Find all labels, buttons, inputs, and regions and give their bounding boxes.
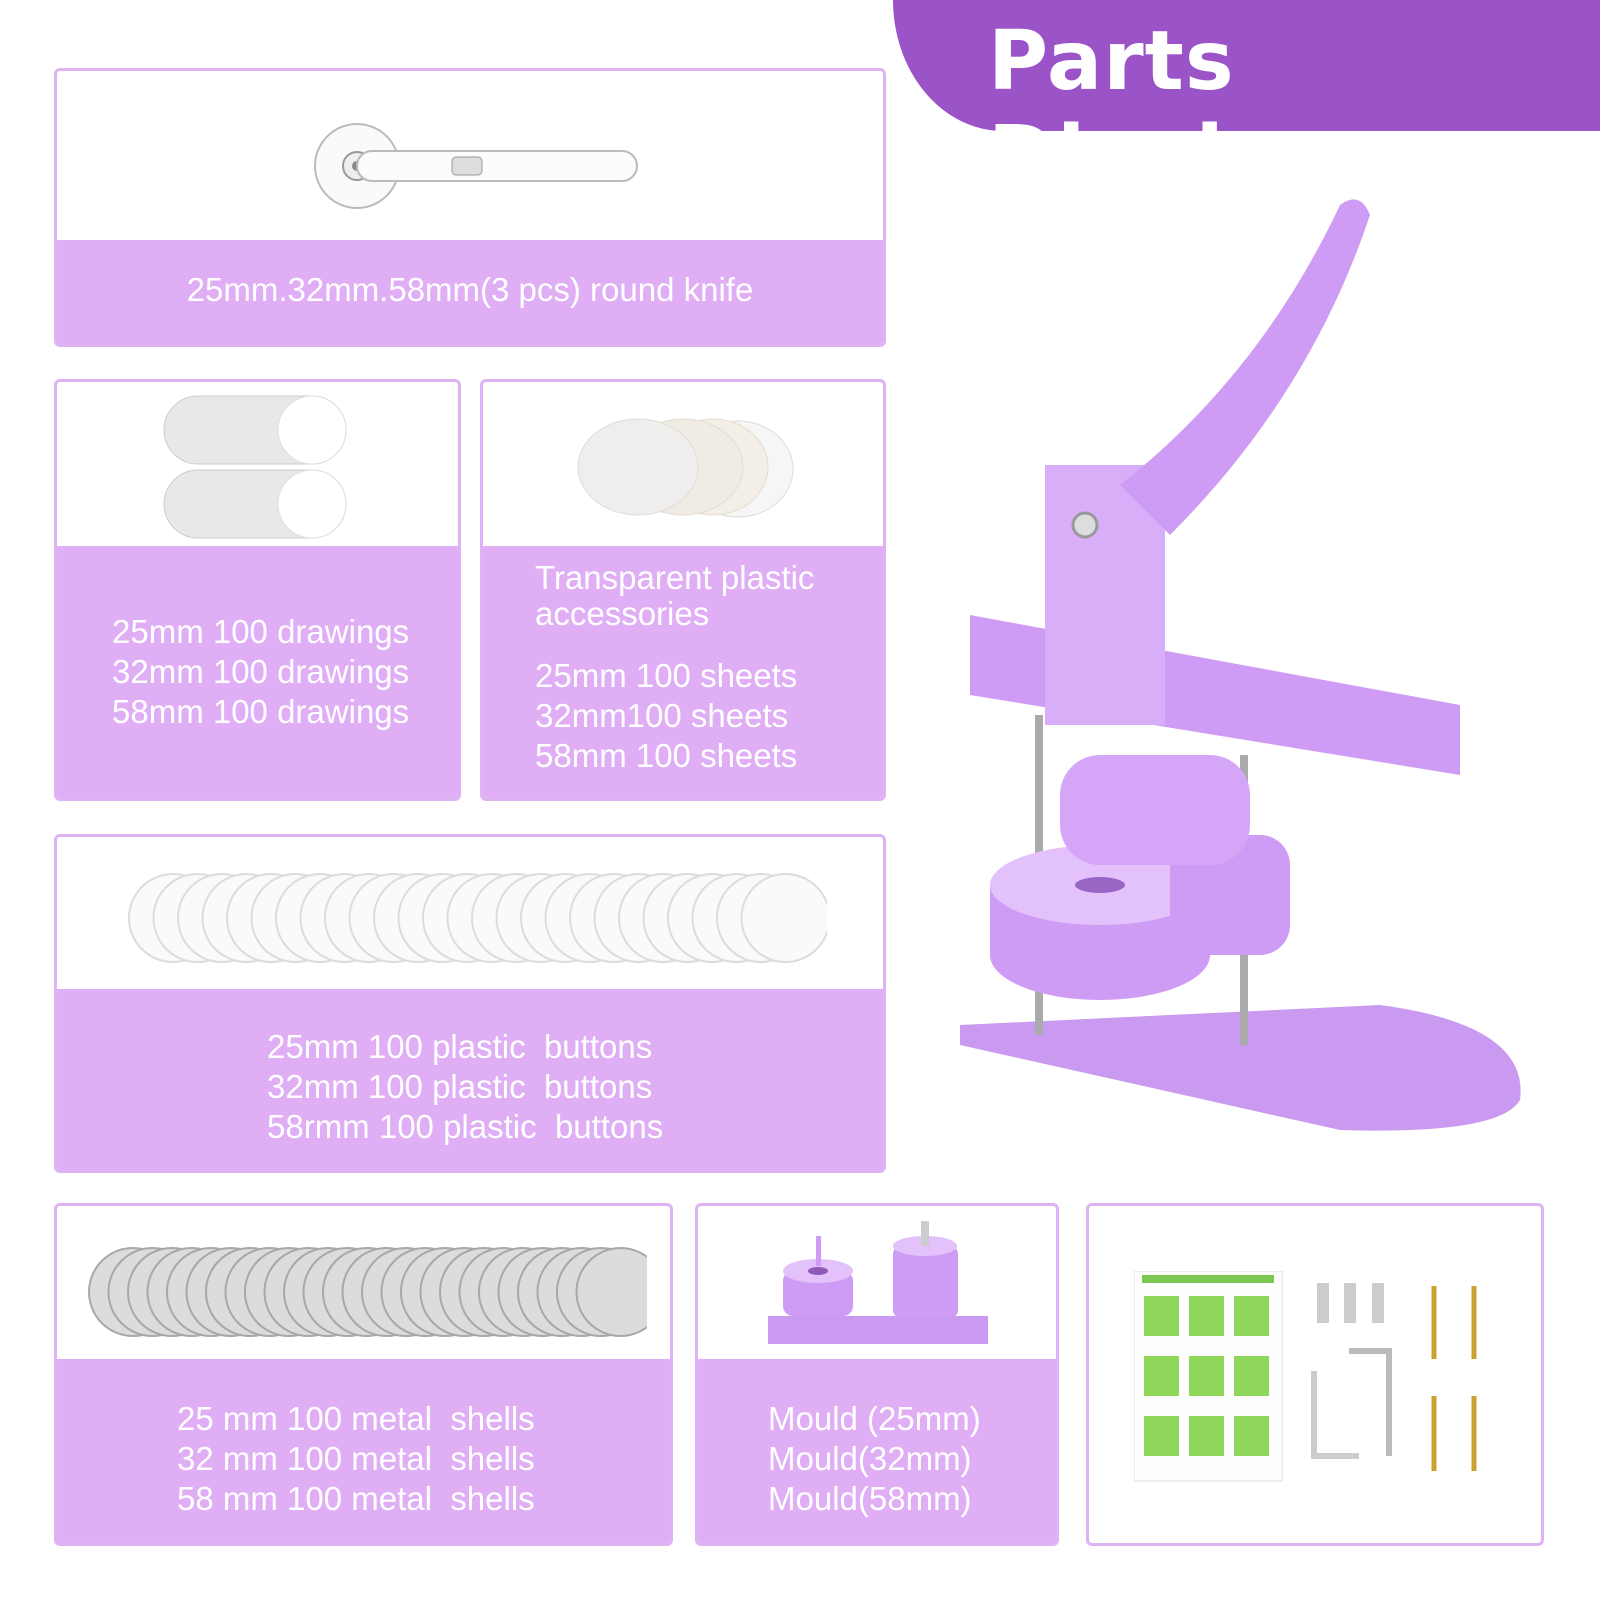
plastic-heading: accessories	[535, 595, 710, 632]
plastic-line: 32mm100 sheets	[535, 697, 789, 734]
label-band: Mould (25mm) Mould(32mm) Mould(58mm)	[698, 1359, 1056, 1543]
disc	[575, 1247, 647, 1337]
panel-transparent-plastic: Transparent plastic accessories 25mm 100…	[480, 379, 886, 801]
knife-label: 25mm.32mm.58mm(3 pcs) round knife	[186, 271, 754, 308]
drawings-line: 32mm 100 drawings	[112, 653, 410, 690]
panel-plastic-buttons: 25mm 100 plastic buttons 32mm 100 plasti…	[54, 834, 886, 1173]
shells-line: 32 mm 100 metal shells	[177, 1440, 535, 1477]
shells-line: 58 mm 100 metal shells	[177, 1480, 535, 1517]
plastic-buttons-icon	[128, 873, 827, 963]
mould-line: Mould(32mm)	[768, 1440, 972, 1477]
label-band: Transparent plastic accessories 25mm 100…	[483, 546, 883, 798]
transparent-sheets-icon	[577, 418, 794, 518]
label-band: 25mm.32mm.58mm(3 pcs) round knife	[57, 240, 883, 344]
disc	[740, 873, 827, 963]
manual-screws-wrench-icon	[1134, 1271, 1477, 1482]
mould-icon	[768, 1221, 988, 1344]
paper-stack-icon	[163, 395, 347, 539]
panel-mould: Mould (25mm) Mould(32mm) Mould(58mm)	[695, 1203, 1059, 1546]
mould-line: Mould (25mm)	[768, 1400, 981, 1437]
buttons-line: 58rmm 100 plastic buttons	[267, 1108, 664, 1145]
shells-line: 25 mm 100 metal shells	[177, 1400, 535, 1437]
label-band: 25mm 100 plastic buttons 32mm 100 plasti…	[57, 989, 883, 1170]
label-band: 25 mm 100 metal shells 32 mm 100 metal s…	[57, 1359, 670, 1543]
title-banner: Parts Display	[893, 0, 1600, 204]
plastic-heading: Transparent plastic	[535, 559, 815, 596]
drawings-line: 25mm 100 drawings	[112, 613, 410, 650]
buttons-line: 25mm 100 plastic buttons	[267, 1028, 653, 1065]
page-title: Parts Display	[988, 14, 1334, 204]
badge-machine-image	[960, 199, 1521, 1131]
drawings-line: 58mm 100 drawings	[112, 693, 410, 730]
panel-accessories	[1086, 1203, 1544, 1546]
mould-line: Mould(58mm)	[768, 1480, 972, 1517]
plastic-line: 25mm 100 sheets	[535, 657, 798, 694]
panel-drawings: 25mm 100 drawings 32mm 100 drawings 58mm…	[54, 379, 461, 801]
buttons-line: 32mm 100 plastic buttons	[267, 1068, 653, 1105]
panel-round-knife: 25mm.32mm.58mm(3 pcs) round knife	[54, 68, 886, 347]
round-knife-icon	[314, 123, 638, 209]
plastic-line: 58mm 100 sheets	[535, 737, 798, 774]
metal-shells-icon	[88, 1247, 647, 1337]
panel-metal-shells: 25 mm 100 metal shells 32 mm 100 metal s…	[54, 1203, 673, 1546]
label-band: 25mm 100 drawings 32mm 100 drawings 58mm…	[57, 546, 458, 798]
